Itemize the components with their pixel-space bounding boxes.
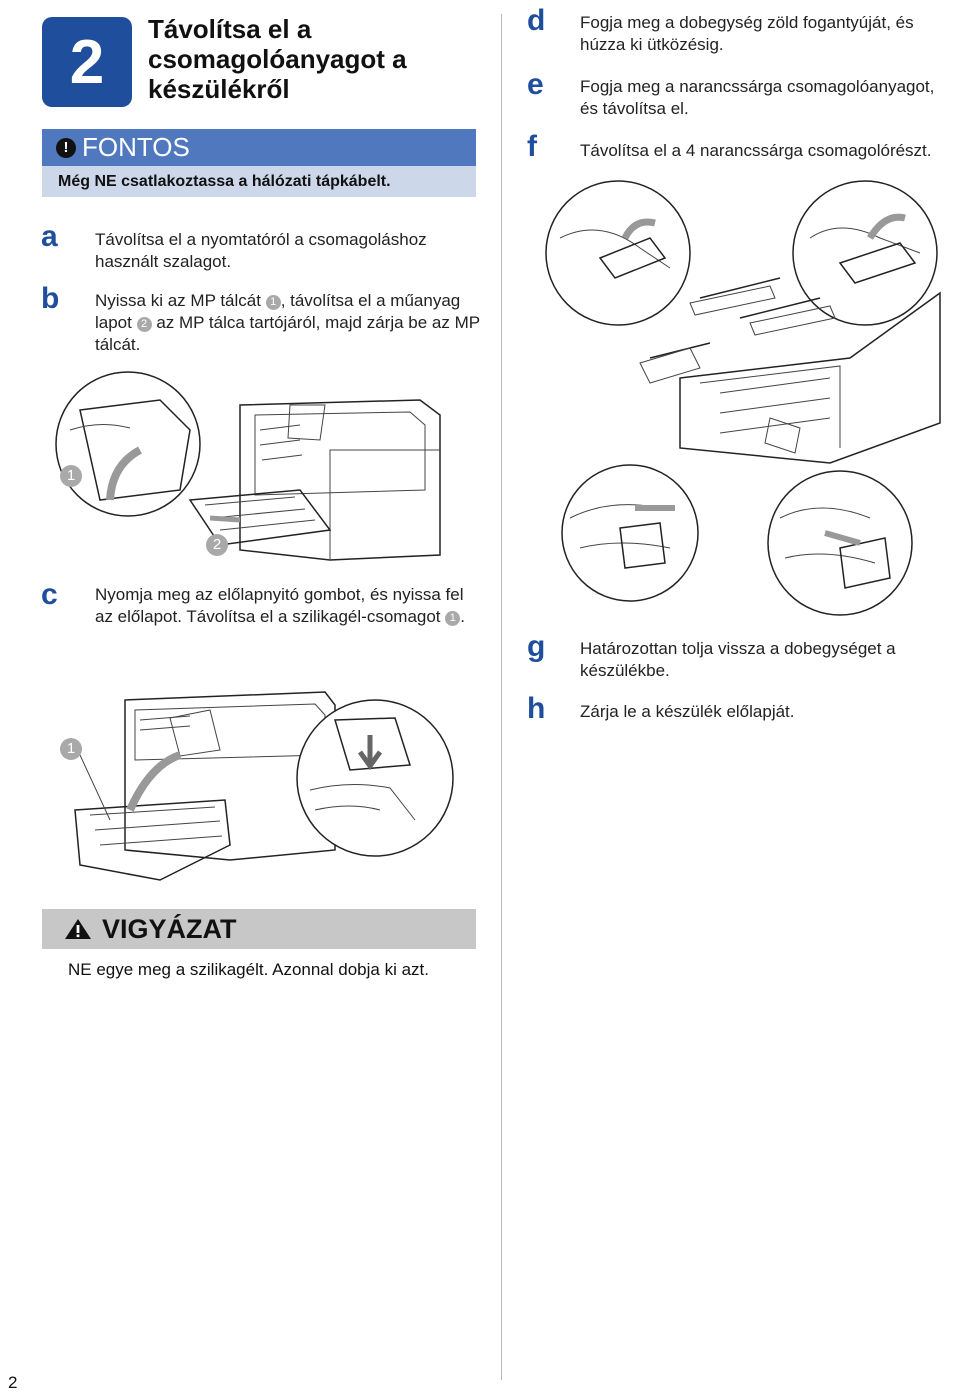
step-letter-g: g [527, 630, 546, 663]
callout-number: 1 [445, 611, 461, 626]
step-text-g: Határozottan tolja vissza a dobegységet … [580, 639, 896, 680]
drum-unit-illustration [545, 180, 941, 616]
step-letter-f: f [527, 130, 537, 163]
step-text-h: Zárja le a készülék előlapját. [580, 702, 795, 721]
step-letter-c: c [41, 578, 58, 611]
step-letter-a: a [41, 220, 58, 253]
important-text: Még NE csatlakoztassa a hálózati tápkábe… [42, 166, 476, 197]
step-text-a: Távolítsa el a nyomtatóról a csomagolásh… [95, 230, 427, 271]
step-text-e: Fogja meg a narancssárga csomagolóanyago… [580, 77, 935, 118]
step-title: Távolítsa el a csomagolóanyagot a készül… [148, 14, 407, 104]
step-b-text-part: , távolítsa el a műanyag lapot [95, 291, 461, 332]
step-text-f: Távolítsa el a 4 narancssárga csomagolór… [580, 141, 932, 160]
step-c-text-part: . [460, 607, 465, 626]
step-text-b: Nyissa ki az MP tálcát 1, távolítsa el a… [95, 290, 480, 356]
caution-header: VIGYÁZAT [42, 909, 476, 949]
front-cover-illustration [74, 691, 454, 881]
step-letter-e: e [527, 68, 544, 101]
step-letter-d: d [527, 4, 546, 37]
step-letter-b: b [41, 282, 60, 315]
callout-1: 1 [60, 465, 82, 487]
step-number-badge: 2 [42, 17, 132, 107]
step-letter-h: h [527, 692, 546, 725]
step-c-text-part: Nyomja meg az előlapnyitó gombot, és nyi… [95, 585, 464, 626]
step-b-text-part: az MP tálca tartójáról, majd zárja be az… [95, 313, 480, 354]
caution-text: NE egye meg a szilikagélt. Azonnal dobja… [68, 960, 429, 979]
column-divider [501, 14, 502, 1380]
callout-number: 1 [265, 295, 281, 310]
step-b-text-part: Nyissa ki az MP tálcát [95, 291, 266, 310]
callout-2: 2 [206, 534, 228, 556]
mp-tray-illustration [55, 371, 441, 561]
exclamation-icon: ! [56, 137, 76, 158]
page-number: 2 [8, 1373, 18, 1392]
important-header: ! FONTOS [42, 129, 476, 166]
callout-number: 2 [136, 317, 152, 332]
callout-1-c: 1 [60, 738, 82, 760]
important-notice: ! FONTOS Még NE csatlakoztassa a hálózat… [42, 129, 476, 197]
step-text-d: Fogja meg a dobegység zöld fogantyúját, … [580, 13, 914, 54]
caution-label: VIGYÁZAT [102, 913, 237, 944]
step-text-c: Nyomja meg az előlapnyitó gombot, és nyi… [95, 584, 480, 628]
important-label: FONTOS [82, 132, 190, 162]
warning-triangle-icon [65, 919, 91, 939]
